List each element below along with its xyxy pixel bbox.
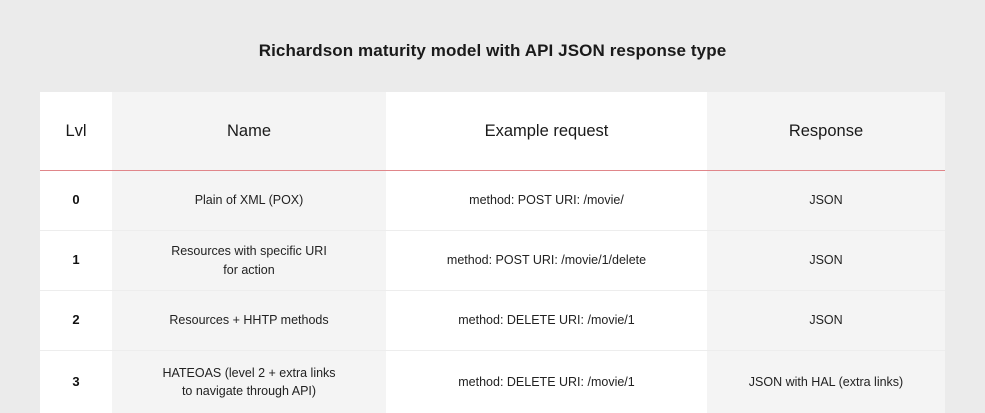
cell-name-line-2: to navigate through API) (122, 382, 376, 400)
cell-lvl: 1 (40, 231, 112, 291)
cell-example-request: method: DELETE URI: /movie/1 (386, 291, 707, 351)
cell-name: Plain of XML (POX) (112, 171, 386, 231)
cell-name-line-2: for action (122, 261, 376, 279)
table-row: 3 HATEOAS (level 2 + extra links to navi… (40, 351, 945, 413)
page-title: Richardson maturity model with API JSON … (0, 41, 985, 61)
cell-name-line-1: HATEOAS (level 2 + extra links (122, 364, 376, 382)
cell-lvl: 3 (40, 351, 112, 413)
column-header-response: Response (707, 92, 945, 171)
cell-response: JSON (707, 291, 945, 351)
cell-name-line-1: Resources + HHTP methods (122, 311, 376, 329)
cell-example-request: method: DELETE URI: /movie/1 (386, 351, 707, 413)
cell-response: JSON (707, 231, 945, 291)
maturity-table: Lvl Name Example request Response 0 Plai… (40, 92, 945, 413)
cell-name-line-1: Resources with specific URI (122, 242, 376, 260)
maturity-table-container: Lvl Name Example request Response 0 Plai… (40, 92, 945, 377)
cell-response: JSON (707, 171, 945, 231)
table-header-row: Lvl Name Example request Response (40, 92, 945, 171)
cell-example-request: method: POST URI: /movie/ (386, 171, 707, 231)
cell-name: HATEOAS (level 2 + extra links to naviga… (112, 351, 386, 413)
cell-example-request: method: POST URI: /movie/1/delete (386, 231, 707, 291)
cell-response: JSON with HAL (extra links) (707, 351, 945, 413)
cell-lvl: 2 (40, 291, 112, 351)
cell-name-line-1: Plain of XML (POX) (122, 191, 376, 209)
table-row: 0 Plain of XML (POX) method: POST URI: /… (40, 171, 945, 231)
table-body: 0 Plain of XML (POX) method: POST URI: /… (40, 171, 945, 413)
column-header-example-request: Example request (386, 92, 707, 171)
cell-name: Resources with specific URI for action (112, 231, 386, 291)
cell-name: Resources + HHTP methods (112, 291, 386, 351)
table-row: 2 Resources + HHTP methods method: DELET… (40, 291, 945, 351)
column-header-lvl: Lvl (40, 92, 112, 171)
column-header-name: Name (112, 92, 386, 171)
cell-lvl: 0 (40, 171, 112, 231)
table-header: Lvl Name Example request Response (40, 92, 945, 171)
table-row: 1 Resources with specific URI for action… (40, 231, 945, 291)
